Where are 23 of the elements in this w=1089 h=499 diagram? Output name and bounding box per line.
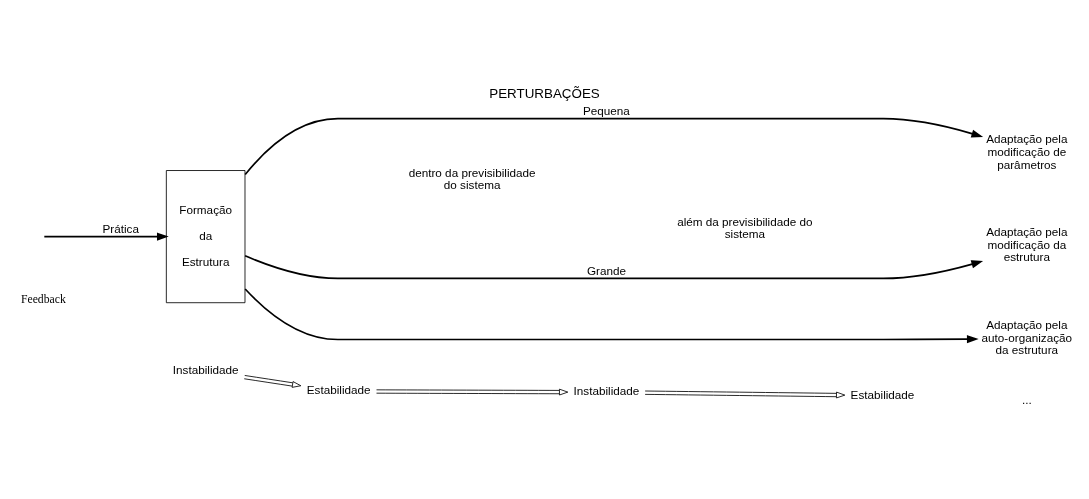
edge-label: Prática xyxy=(102,221,139,235)
node-text: Instabilidade xyxy=(172,362,239,376)
arrow xyxy=(244,287,979,343)
arrow xyxy=(243,374,302,388)
arrow xyxy=(376,388,569,395)
label: Feedback xyxy=(20,292,66,306)
label: além da previsibilidade do sistema xyxy=(677,214,813,240)
arrow xyxy=(244,254,984,279)
node-text: Estabilidade xyxy=(850,387,915,401)
edge-label: Pequena xyxy=(582,103,630,117)
edge-label: Grande xyxy=(586,263,626,277)
arrow xyxy=(43,232,169,241)
diagram-title: PERTURBAÇÕES xyxy=(489,85,600,101)
node-box: Formação da Estrutura xyxy=(165,169,246,303)
arrow xyxy=(244,117,984,175)
node-text: Adaptação pela auto-organização da estrutura xyxy=(981,317,1073,356)
node-text: Instabilidade xyxy=(573,383,640,397)
node-text: Adaptação pela modificação da estrutura xyxy=(986,224,1068,263)
label: dentro da previsibilidade do sistema xyxy=(408,165,536,191)
node-text: Estabilidade xyxy=(306,382,371,396)
node-text: Adaptação pela modificação de parâmetros xyxy=(986,132,1068,171)
label: ... xyxy=(1021,392,1032,406)
arrow xyxy=(644,390,846,398)
